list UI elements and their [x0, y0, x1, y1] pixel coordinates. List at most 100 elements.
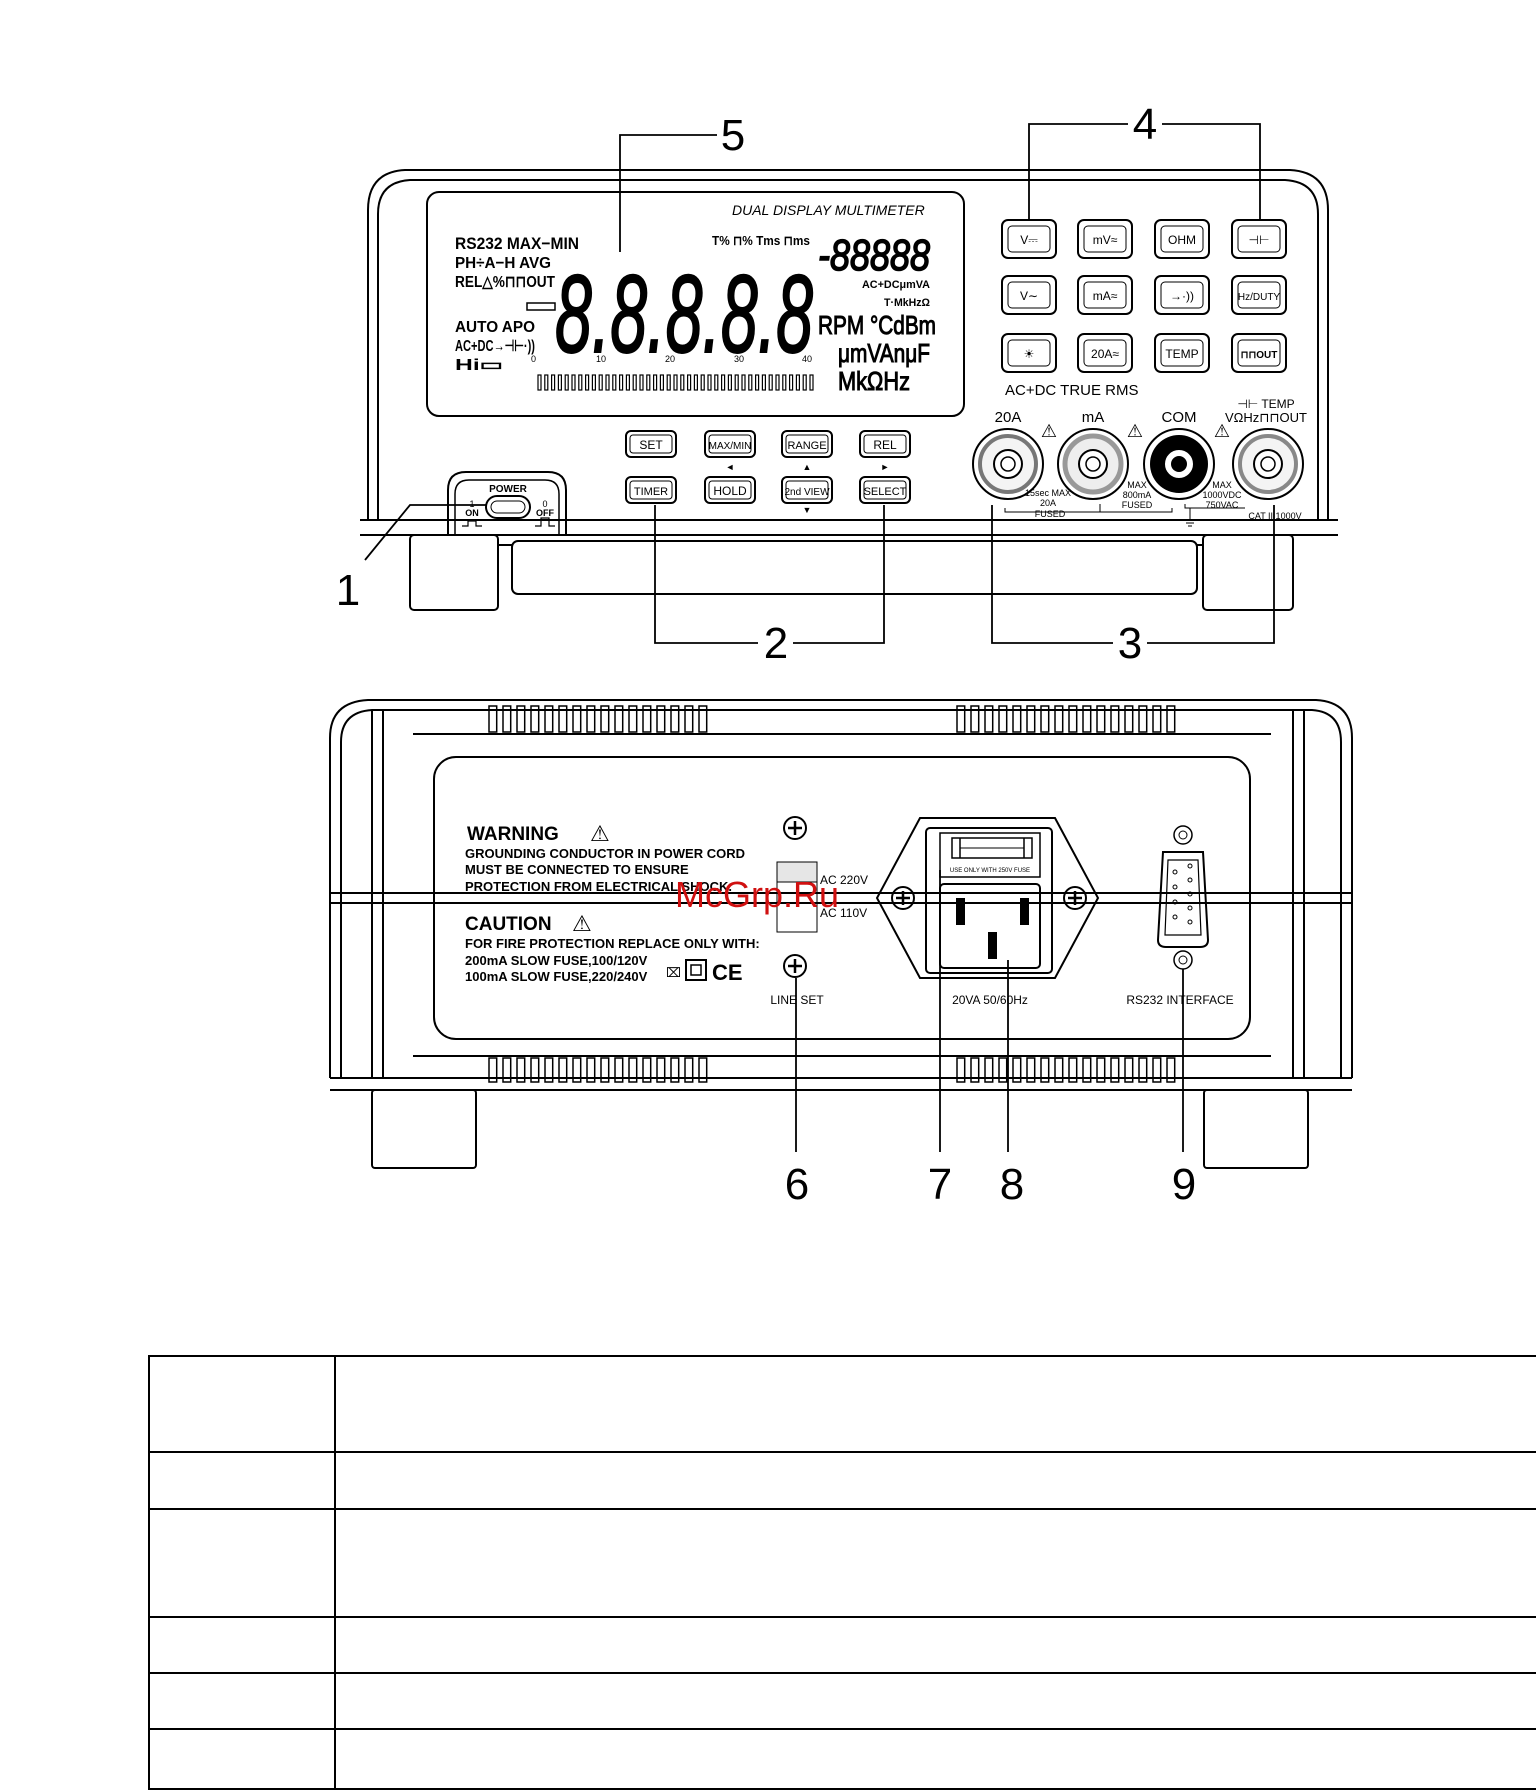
svg-text:☀: ☀: [1024, 347, 1035, 361]
callout-4: 4: [1133, 100, 1157, 149]
bargraph-segment: [727, 374, 733, 391]
table-cell: [148, 1508, 336, 1618]
svg-text:TEMP: TEMP: [1165, 347, 1198, 361]
vent-slot: [628, 705, 638, 733]
terminal-label-temp: ⊣⊢ TEMP: [1237, 397, 1294, 411]
callout-9: 9: [1172, 1160, 1196, 1209]
line-set-label: LINE SET: [770, 993, 824, 1007]
bargraph-segment: [557, 374, 563, 391]
terminal-com-jack[interactable]: [1143, 428, 1215, 500]
bargraph-segment: [537, 374, 542, 391]
line-set-selector[interactable]: AC 220V AC 110V LINE SET: [770, 816, 868, 1007]
warning-triangle-icon: ⚠: [590, 821, 610, 846]
power-inlet[interactable]: USE ONLY WITH 250V FUSE 20VA 50/60Hz: [875, 817, 1100, 1007]
bargraph-segment: [734, 374, 739, 391]
power-switch[interactable]: POWER 1 ON 0 OFF: [447, 471, 567, 535]
vent-slot: [1166, 1057, 1176, 1083]
rear-panel: [329, 699, 1353, 1169]
func-button-pulse-out[interactable]: ⊓⊓OUT: [1231, 333, 1287, 373]
hold-button[interactable]: HOLD: [704, 476, 756, 504]
svg-text:Hz/DUTY: Hz/DUTY: [1238, 292, 1281, 303]
timer-button[interactable]: TIMER: [625, 476, 677, 504]
vent-slot: [1124, 1057, 1134, 1083]
bargraph-segment: [584, 374, 590, 391]
vent-slot: [558, 705, 568, 733]
func-button-v-ac[interactable]: V∼: [1001, 275, 1057, 315]
2nd-view-button[interactable]: 2nd VIEW: [781, 476, 833, 504]
vent-slot: [488, 705, 498, 733]
table-row: [148, 1672, 1536, 1730]
vent-slot: [684, 705, 694, 733]
warning-title: WARNING: [467, 824, 559, 845]
fuse-holder[interactable]: USE ONLY WITH 250V FUSE: [939, 832, 1041, 878]
bargraph-segment: [686, 374, 692, 391]
vent-slot: [586, 705, 596, 733]
terminal-label-ma: mA: [1082, 409, 1105, 426]
bargraph-segment: [618, 374, 624, 391]
lcd-bargraph: [537, 374, 814, 391]
svg-text:REL: REL: [873, 438, 897, 452]
bargraph-segment: [768, 374, 773, 391]
max-min-button[interactable]: MAX/MIN: [704, 430, 756, 458]
table-row: [148, 1728, 1536, 1790]
lcd-label-rs232: RS232 MAX−MIN: [455, 234, 579, 253]
table-cell: [334, 1451, 1536, 1510]
svg-text:SELECT: SELECT: [864, 486, 907, 498]
terminal-ma-jack[interactable]: [1057, 428, 1129, 500]
cat-rating: CAT II 1000V: [1248, 511, 1301, 521]
terminal-20a-jack[interactable]: [972, 428, 1044, 500]
lcd-unit-line-2: μmVAnμF: [838, 338, 930, 368]
svg-text:V∼: V∼: [1020, 289, 1038, 303]
vent-slot: [1012, 705, 1022, 733]
lcd-unit-line-1: RPM °CdBm: [818, 310, 936, 340]
vent-slot: [984, 1057, 994, 1083]
func-button-v-dc[interactable]: V⎓: [1001, 219, 1057, 259]
bargraph-tick-10: 10: [596, 354, 606, 364]
front-panel: [360, 169, 1338, 611]
func-button-capacitance[interactable]: ⊣⊢: [1231, 219, 1287, 259]
up-arrow-icon: ▲: [803, 462, 812, 472]
vent-slot: [998, 1057, 1008, 1083]
vent-slot: [1054, 705, 1064, 733]
bargraph-segment: [598, 374, 603, 391]
callout-7: 7: [928, 1160, 952, 1209]
table-cell: [148, 1451, 336, 1510]
bargraph-segment: [646, 374, 651, 391]
terminal-v-jack[interactable]: [1232, 428, 1304, 500]
func-button-temp[interactable]: TEMP: [1154, 333, 1210, 373]
vent-slot: [628, 1057, 638, 1083]
control-buttons: SET MAX/MIN RANGE REL ◄ ▲ ► TIMER HOLD 2…: [625, 430, 911, 515]
func-button-ma[interactable]: mA≈: [1077, 275, 1133, 315]
bargraph-segment: [748, 374, 753, 391]
svg-text:MAX/MIN: MAX/MIN: [709, 441, 752, 452]
vent-slot: [1152, 705, 1162, 733]
bargraph-segment: [652, 374, 658, 391]
vent-slot: [1138, 705, 1148, 733]
callout-2: 2: [764, 619, 788, 668]
set-button[interactable]: SET: [625, 430, 677, 458]
table-row: [148, 1451, 1536, 1510]
range-button[interactable]: RANGE: [781, 430, 833, 458]
fuse-note: USE ONLY WITH 250V FUSE: [950, 868, 1030, 874]
func-button-diode[interactable]: →·)): [1154, 275, 1210, 315]
rear-warning-block: WARNING ⚠ GROUNDING CONDUCTOR IN POWER C…: [465, 821, 760, 985]
ce-mark-icon: CE: [712, 960, 743, 985]
table-cell: [148, 1672, 336, 1730]
caution-title: CAUTION: [465, 914, 552, 935]
callout-leaders: [364, 123, 1275, 1152]
select-button[interactable]: SELECT: [859, 476, 911, 504]
table-row: [148, 1616, 1536, 1674]
rel-button[interactable]: REL: [859, 430, 911, 458]
func-button-hz-duty[interactable]: Hz/DUTY: [1231, 275, 1287, 315]
note-v-line1: MAX: [1212, 480, 1232, 490]
bargraph-segment: [754, 374, 760, 391]
lcd-display: DUAL DISPLAY MULTIMETER RS232 MAX−MIN PH…: [426, 191, 965, 417]
lcd-sub-digits: -88888: [818, 231, 930, 280]
note-ma-line3: FUSED: [1122, 500, 1153, 510]
func-button-20a[interactable]: 20A≈: [1077, 333, 1133, 373]
func-button-mv[interactable]: mV≈: [1077, 219, 1133, 259]
caution-triangle-icon: ⚠: [572, 911, 592, 936]
func-button-ohm[interactable]: OHM: [1154, 219, 1210, 259]
func-button-backlight[interactable]: ☀: [1001, 333, 1057, 373]
rs232-port[interactable]: RS232 INTERFACE: [1126, 825, 1234, 1007]
